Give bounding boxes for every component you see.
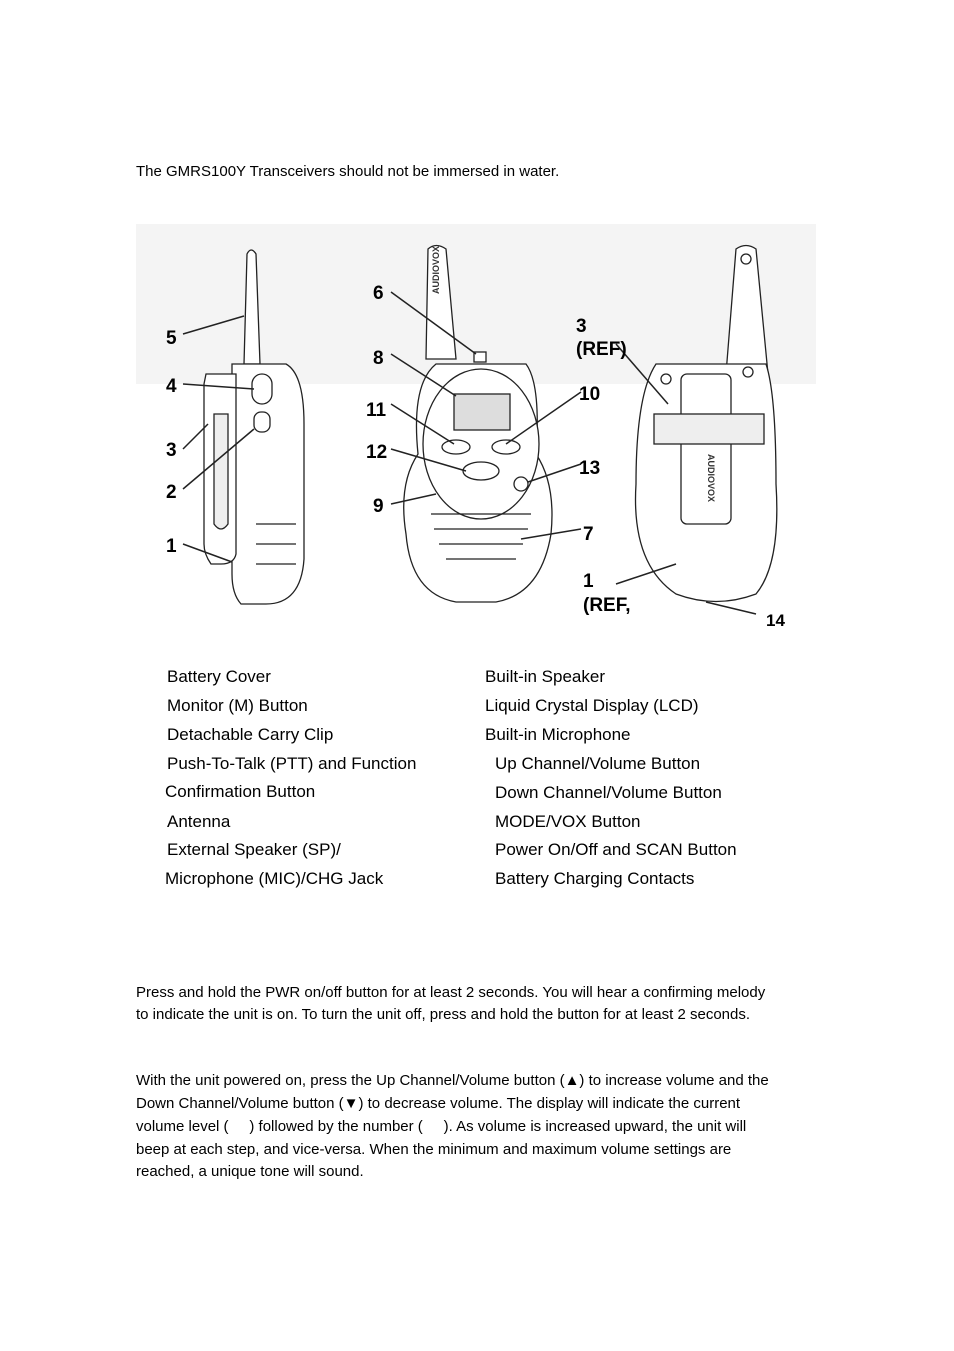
volume-line-1: With the unit powered on, press the Up C…: [136, 1072, 769, 1089]
parts-right-2: Liquid Crystal Display (LCD): [485, 696, 699, 715]
parts-right-8: Battery Charging Contacts: [495, 869, 695, 888]
parts-right-3: Built-in Microphone: [485, 725, 631, 744]
transceiver-diagram: AUDIOVOX AUDIOVOX: [136, 224, 816, 630]
parts-right-6: MODE/VOX Button: [495, 812, 641, 831]
callout-6: 6: [373, 283, 384, 304]
power-line-1: Press and hold the PWR on/off button for…: [136, 984, 766, 1001]
volume-line-3: volume level ( ) followed by the number …: [136, 1118, 747, 1135]
callout-8: 8: [373, 348, 384, 369]
front-brand-label: AUDIOVOX: [431, 246, 441, 294]
callout-9: 9: [373, 496, 384, 517]
callout-11: 11: [366, 400, 387, 421]
back-brand-label: AUDIOVOX: [706, 454, 716, 502]
front-view: AUDIOVOX: [403, 244, 553, 603]
callout-4: 4: [166, 376, 177, 397]
callout-5: 5: [166, 328, 177, 349]
volume-line-4: beep at each step, and vice-versa. When …: [136, 1141, 732, 1158]
parts-left-1: Battery Cover: [167, 667, 271, 686]
power-line-2: to indicate the unit is on. To turn the …: [136, 1006, 751, 1023]
callout-1: 1: [166, 536, 177, 557]
callout-10: 10: [579, 384, 600, 405]
parts-left-7: External Speaker (SP)/: [167, 840, 341, 859]
callout-13: 13: [579, 458, 600, 479]
volume-line-5: reached, a unique tone will sound.: [136, 1163, 364, 1180]
callout-1-ref: 1: [583, 571, 594, 592]
callout-1-ref-tag: (REF,: [583, 595, 631, 616]
parts-left-5: Confirmation Button: [165, 782, 316, 801]
callout-3-ref-tag: (REF): [576, 339, 627, 360]
callout-3: 3: [166, 440, 177, 461]
parts-left-6: Antenna: [167, 812, 231, 831]
parts-left-2: Monitor (M) Button: [167, 696, 308, 715]
callout-7: 7: [583, 524, 594, 545]
side-view: [203, 249, 305, 605]
callout-leaders: [182, 291, 757, 615]
parts-left-3: Detachable Carry Clip: [167, 725, 334, 744]
parts-left-8: Microphone (MIC)/CHG Jack: [165, 869, 384, 888]
callout-12: 12: [366, 442, 387, 463]
callout-2: 2: [166, 482, 177, 503]
volume-line-2: Down Channel/Volume button (▼) to decrea…: [136, 1095, 741, 1112]
parts-left-4: Push-To-Talk (PTT) and Function: [167, 754, 417, 773]
intro-text: The GMRS100Y Transceivers should not be …: [136, 163, 560, 180]
parts-right-1: Built-in Speaker: [485, 667, 606, 686]
back-view: AUDIOVOX: [634, 244, 778, 603]
callout-14: 14: [766, 611, 785, 630]
parts-right-4: Up Channel/Volume Button: [495, 754, 701, 773]
parts-right-5: Down Channel/Volume Button: [495, 783, 722, 802]
parts-right-7: Power On/Off and SCAN Button: [495, 840, 737, 859]
callout-3-ref: 3: [576, 316, 587, 337]
